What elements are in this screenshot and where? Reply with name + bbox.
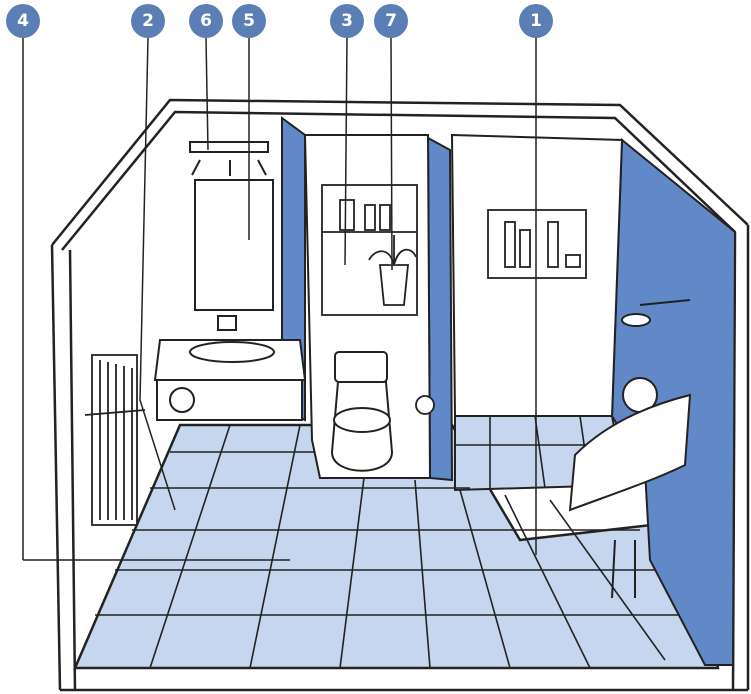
marker-6: 6 <box>189 4 223 38</box>
marker-4: 4 <box>6 4 40 38</box>
marker-5: 5 <box>232 4 266 38</box>
shower-niche <box>488 210 586 278</box>
marker-2: 2 <box>131 4 165 38</box>
mirror-light <box>190 142 268 176</box>
marker-7: 7 <box>374 4 408 38</box>
towel-rail <box>85 355 145 525</box>
toilet <box>332 352 392 471</box>
marker-1: 1 <box>519 4 553 38</box>
toilet-roll <box>416 396 434 414</box>
accent-wall-middle <box>428 138 452 480</box>
marker-3: 3 <box>330 4 364 38</box>
mirror <box>195 180 273 310</box>
